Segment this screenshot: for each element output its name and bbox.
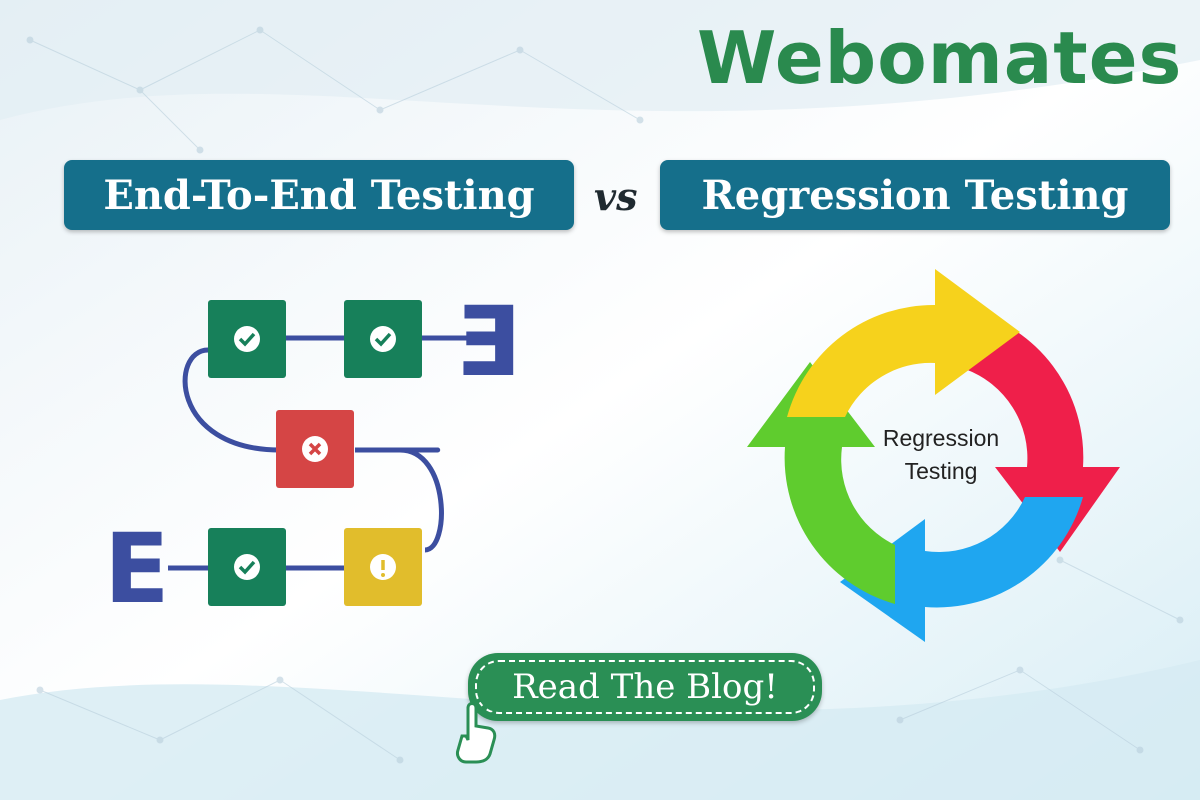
regression-testing-label: Regression Testing xyxy=(701,171,1129,219)
check-icon xyxy=(370,326,396,352)
logo-text: Webomates xyxy=(697,16,1183,100)
cycle-arrow-red xyxy=(965,309,1120,552)
regression-testing-banner: Regression Testing xyxy=(660,160,1170,230)
end-to-end-testing-banner: End-To-End Testing xyxy=(64,160,574,230)
cycle-label-line2: Testing xyxy=(904,458,978,484)
cycle-label-line1: Regression xyxy=(882,425,1000,451)
flow-connectors xyxy=(168,335,468,571)
check-icon xyxy=(234,554,260,580)
cycle-arrow-yellow xyxy=(787,269,1020,417)
read-the-blog-button[interactable]: Read The Blog! xyxy=(468,653,822,721)
webomates-logo: Webomates xyxy=(697,22,1182,94)
flow-node-3-fail xyxy=(276,410,354,488)
cycle-arrow-blue xyxy=(840,497,1083,642)
cycle-arrow-green xyxy=(747,362,895,604)
flow-node-2 xyxy=(344,300,422,378)
flow-node-4 xyxy=(208,528,286,606)
flow-node-5-warning xyxy=(344,528,422,606)
vs-label: vs xyxy=(594,174,638,219)
end-to-end-flow-diagram: E E xyxy=(104,290,522,620)
end-to-end-testing-label: End-To-End Testing xyxy=(103,171,535,219)
flow-node-1 xyxy=(208,300,286,378)
pointer-hand-icon xyxy=(456,702,497,764)
regression-cycle-diagram xyxy=(747,269,1120,642)
read-the-blog-label: Read The Blog! xyxy=(475,660,815,714)
start-letter: E xyxy=(104,513,170,620)
check-icon xyxy=(234,326,260,352)
end-letter: E xyxy=(456,290,522,398)
